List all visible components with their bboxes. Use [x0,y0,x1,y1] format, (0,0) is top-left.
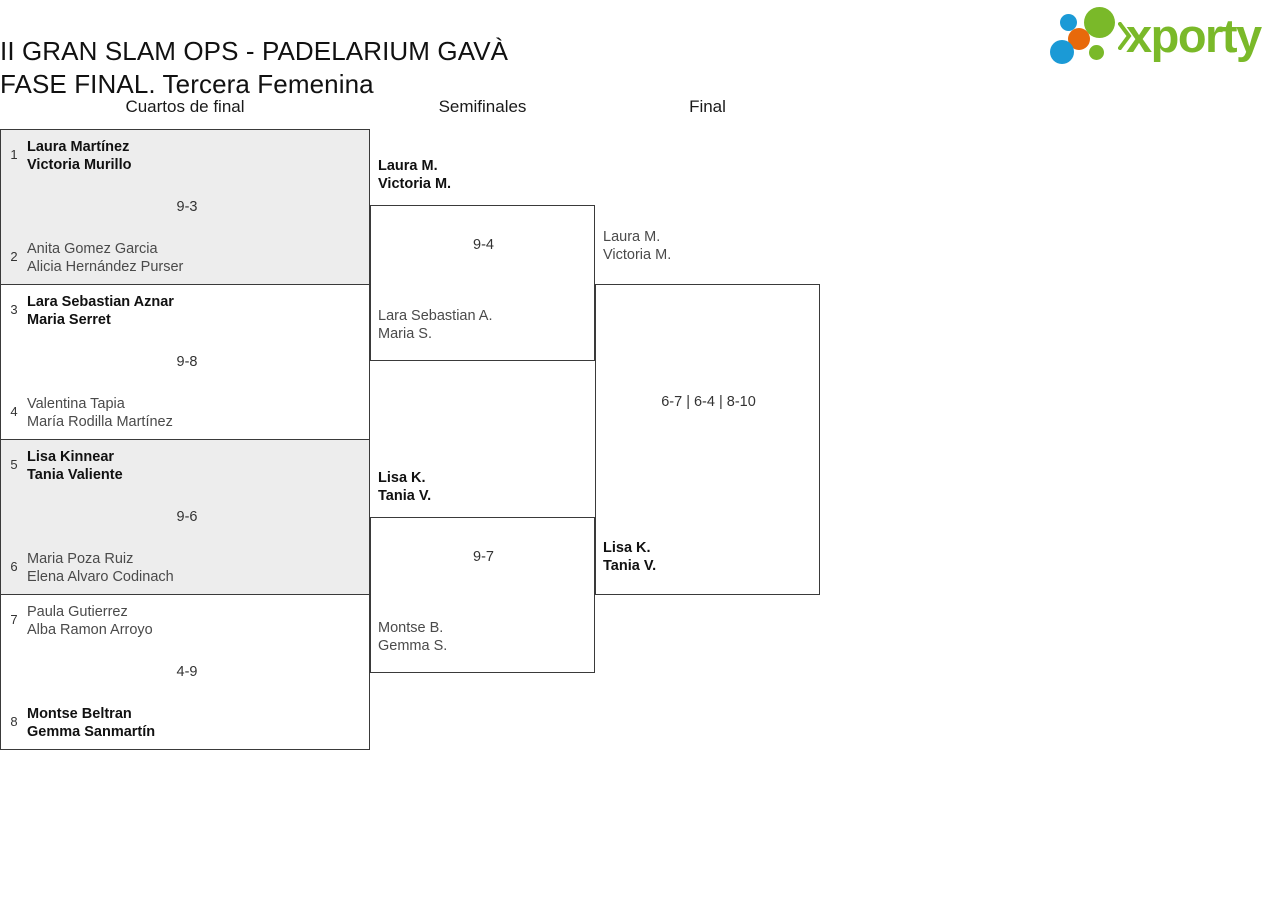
match-score: 4-9 [176,664,198,680]
match-score: 9-6 [176,509,198,525]
team-slot-bottom: Montse Beltran Gemma Sanmartín [27,705,155,741]
player-name: Elena Alvaro Codinach [27,569,174,585]
logo-dot-blue-small-icon [1060,14,1077,31]
seed-number: 7 [10,612,18,627]
player-name: Montse Beltran [27,706,132,722]
title-line-1: II GRAN SLAM OPS - PADELARIUM GAVÀ [0,36,509,66]
player-name: Tania Valiente [27,467,123,483]
logo-dot-blue-large-icon [1050,40,1074,64]
logo-dot-orange-icon [1068,28,1090,50]
match-quarterfinal-3[interactable]: 5 Lisa Kinnear Tania Valiente 6 Maria Po… [0,439,370,595]
player-name: Lisa K. [378,470,426,486]
match-score: 6-7 | 6-4 | 8-10 [661,394,756,410]
seed-number: 8 [10,714,18,729]
match-score: 9-4 [473,237,494,253]
team-slot-top: Laura M. Victoria M. [603,228,671,264]
logo-wordmark: xporty [1126,9,1262,62]
player-name: Montse B. [378,620,444,636]
player-name: Victoria M. [603,247,672,263]
match-score: 9-8 [176,354,198,370]
team-slot-bottom: Anita Gomez Garcia Alicia Hernández Purs… [27,240,183,276]
team-slot-bottom: Lara Sebastian A. Maria S. [378,307,492,343]
player-name: Gemma S. [378,638,448,654]
team-slot-bottom: Maria Poza Ruiz Elena Alvaro Codinach [27,550,174,586]
team-slot-top: Laura M. Victoria M. [378,157,451,193]
player-name: María Rodilla Martínez [27,414,173,430]
logo-dots-icon [1048,4,1124,68]
player-name: Valentina Tapia [27,396,125,412]
team-slot-top: Lisa K. Tania V. [378,469,431,505]
seed-number: 5 [10,457,18,472]
player-name: Tania V. [603,558,657,574]
player-name: Alicia Hernández Purser [27,259,184,275]
player-name: Tania V. [378,488,432,504]
match-semifinal-1[interactable]: Laura M. Victoria M. Lara Sebastian A. M… [370,158,595,361]
player-name: Maria Serret [27,312,111,328]
player-name: Gemma Sanmartín [27,724,156,740]
player-name: Paula Gutierrez [27,604,128,620]
match-quarterfinal-1[interactable]: 1 Laura Martínez Victoria Murillo 2 Anit… [0,129,370,285]
match-quarterfinal-2[interactable]: 3 Lara Sebastian Aznar Maria Serret 4 Va… [0,284,370,440]
player-name: Laura M. [378,158,438,174]
round-header-quarterfinals: Cuartos de final [125,97,245,116]
player-name: Lara Sebastian A. [378,308,493,324]
round-header-semifinals: Semifinales [438,97,527,116]
logo-chevron-right-icon [1118,22,1132,50]
match-final[interactable]: Laura M. Victoria M. Lisa K. Tania V. 6-… [595,229,820,595]
team-slot-top: Lara Sebastian Aznar Maria Serret [27,293,174,329]
page-header: II GRAN SLAM OPS - PADELARIUM GAVÀ FASE … [0,0,1280,99]
team-slot-top: Paula Gutierrez Alba Ramon Arroyo [27,603,153,639]
player-name: Victoria Murillo [27,157,132,173]
player-name: Lara Sebastian Aznar [27,294,174,310]
player-name: Anita Gomez Garcia [27,241,158,257]
xporty-logo[interactable]: xporty [1048,4,1276,68]
logo-dot-green-large-icon [1084,7,1115,38]
team-slot-bottom: Montse B. Gemma S. [378,619,447,655]
player-name: Maria S. [378,326,432,342]
logo-dot-green-small-icon [1089,45,1104,60]
seed-number: 2 [10,249,18,264]
round-header-final: Final [689,97,726,116]
page-title: II GRAN SLAM OPS - PADELARIUM GAVÀ FASE … [0,2,508,134]
seed-number: 1 [10,147,18,162]
player-name: Laura Martínez [27,139,130,155]
team-slot-bottom: Lisa K. Tania V. [603,539,656,575]
player-name: Lisa K. [603,540,651,556]
player-name: Lisa Kinnear [27,449,115,465]
title-line-2: FASE FINAL. Tercera Femenina [0,69,374,99]
player-name: Maria Poza Ruiz [27,551,134,567]
seed-number: 4 [10,404,18,419]
seed-number: 3 [10,302,18,317]
player-name: Alba Ramon Arroyo [27,622,153,638]
match-score: 9-7 [473,549,494,565]
match-quarterfinal-4[interactable]: 7 Paula Gutierrez Alba Ramon Arroyo 8 Mo… [0,594,370,750]
team-slot-top: Lisa Kinnear Tania Valiente [27,448,123,484]
team-slot-bottom: Valentina Tapia María Rodilla Martínez [27,395,173,431]
match-semifinal-2[interactable]: Lisa K. Tania V. Montse B. Gemma S. 9-7 [370,470,595,673]
team-slot-top: Laura Martínez Victoria Murillo [27,138,131,174]
player-name: Laura M. [603,229,661,245]
match-score: 9-3 [176,199,198,215]
player-name: Victoria M. [378,176,452,192]
seed-number: 6 [10,559,18,574]
